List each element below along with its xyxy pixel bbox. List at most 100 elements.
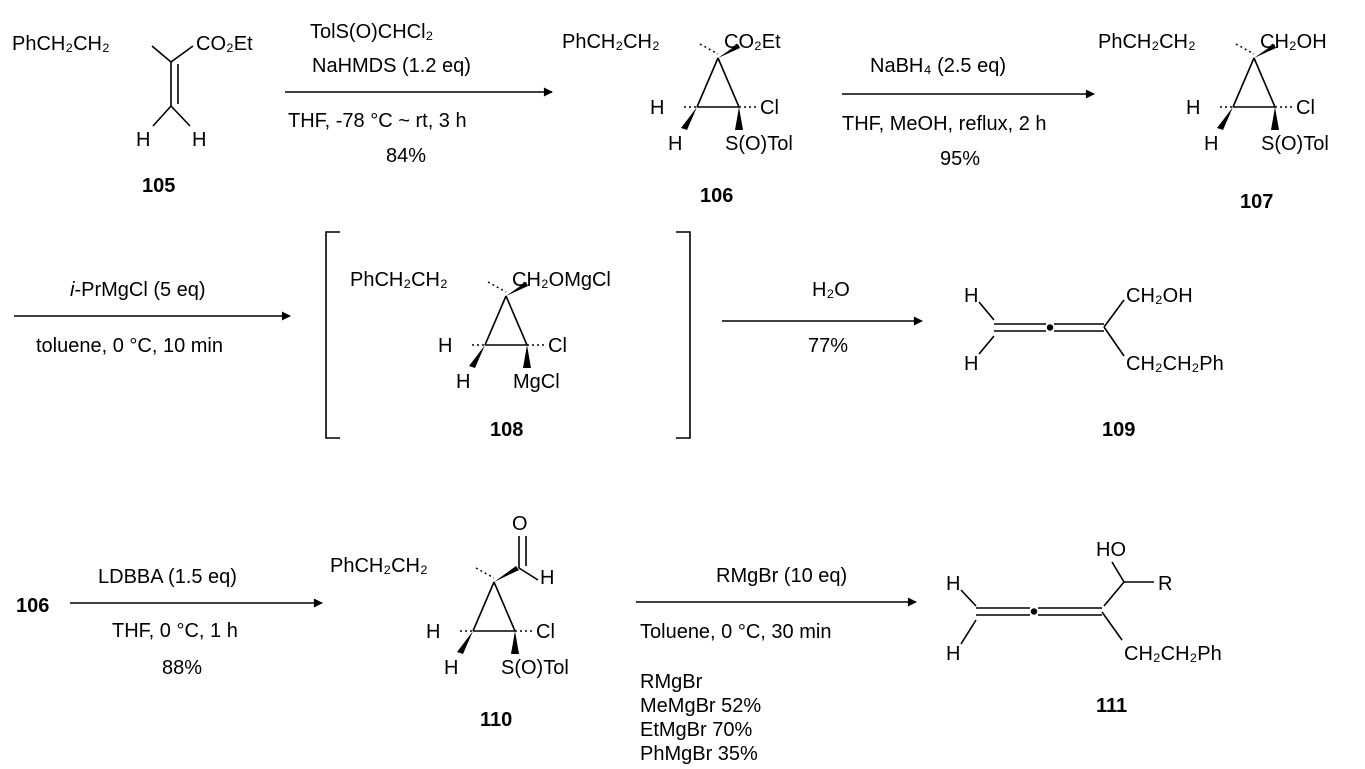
reagent: NaBH₄ (2.5 eq) xyxy=(870,55,1006,77)
wedge-bond xyxy=(718,44,740,58)
bond xyxy=(1103,581,1125,607)
compound-111: HO R H H CH₂CH₂Ph 111 xyxy=(946,539,1222,717)
bond xyxy=(152,105,172,127)
sulfinyl-label: S(O)Tol xyxy=(1261,133,1329,155)
sulfinyl-label: S(O)Tol xyxy=(501,657,569,679)
grignard-yields-table: RMgBr MeMgBr 52% EtMgBr 70% PhMgBr 35% xyxy=(640,671,761,765)
bond xyxy=(960,619,977,645)
wedge-bond xyxy=(506,282,528,296)
bond xyxy=(1101,611,1123,641)
reagent: i-PrMgCl (5 eq) xyxy=(70,279,206,301)
alcohol-label: CH₂OH xyxy=(1126,285,1193,307)
compound-number: 111 xyxy=(1096,695,1127,717)
yield: 77% xyxy=(808,335,848,357)
table-row: EtMgBr 70% xyxy=(640,719,752,741)
wedge-bond xyxy=(1254,44,1276,58)
substituent-label: PhCH₂CH₂ xyxy=(350,269,448,291)
bond xyxy=(151,45,172,63)
bond xyxy=(170,45,194,63)
cl-label: Cl xyxy=(536,621,555,643)
h-label: H xyxy=(426,621,440,643)
reaction-step-1: TolS(O)CHCl₂ NaHMDS (1.2 eq) THF, -78 °C… xyxy=(285,21,553,167)
wedge-bond xyxy=(457,631,473,654)
condition: THF, -78 °C ~ rt, 3 h xyxy=(288,110,467,132)
compound-110: O H PhCH₂CH₂ H Cl H S(O)Tol 110 xyxy=(330,513,569,731)
compound-number: 108 xyxy=(490,419,523,441)
sulfinyl-label: S(O)Tol xyxy=(725,133,793,155)
compound-number: 110 xyxy=(480,709,512,731)
alkoxide-label: CH₂OMgCl xyxy=(512,269,611,291)
wedge-bond xyxy=(1217,107,1233,130)
bond xyxy=(1111,561,1125,583)
reagent: TolS(O)CHCl₂ xyxy=(310,21,433,43)
wedge-bond xyxy=(523,345,531,368)
bond xyxy=(978,335,995,355)
hashed-bond xyxy=(487,281,507,293)
substituent-label: PhCH₂CH₂ xyxy=(12,33,110,55)
compound-number: 105 xyxy=(142,175,175,197)
yield: 95% xyxy=(940,148,980,170)
ring-bond xyxy=(717,57,740,108)
bond xyxy=(960,589,977,607)
h-label: H xyxy=(444,657,458,679)
compound-105: PhCH₂CH₂ CO₂Et H H 105 xyxy=(12,33,253,197)
yield: 84% xyxy=(386,145,426,167)
ring-bond xyxy=(505,295,528,346)
ring-bond xyxy=(484,295,507,346)
h-label: H xyxy=(456,371,470,393)
condition: THF, MeOH, reflux, 2 h xyxy=(842,113,1047,135)
condition: Toluene, 0 °C, 30 min xyxy=(640,621,831,643)
bond xyxy=(1103,326,1125,357)
h-label: H xyxy=(946,643,960,665)
reaction-step-3: i-PrMgCl (5 eq) toluene, 0 °C, 10 min xyxy=(14,279,291,357)
yield: 88% xyxy=(162,657,202,679)
bond xyxy=(518,567,539,581)
h-label: H xyxy=(438,335,452,357)
mg-label: MgCl xyxy=(513,371,560,393)
r-label: R xyxy=(1158,573,1172,595)
hashed-bond xyxy=(699,43,719,55)
reaction-step-5: LDBBA (1.5 eq) THF, 0 °C, 1 h 88% xyxy=(70,566,323,679)
h-label: H xyxy=(1186,97,1200,119)
alcohol-label: CH₂OH xyxy=(1260,31,1327,53)
condition: toluene, 0 °C, 10 min xyxy=(36,335,223,357)
compound-106: PhCH₂CH₂ CO₂Et H Cl H S(O)Tol 106 xyxy=(562,31,793,207)
wedge-bond xyxy=(1271,107,1279,130)
right-bracket xyxy=(676,231,691,439)
ring-bond xyxy=(472,581,495,632)
allene-center-dot xyxy=(1046,324,1054,331)
wedge-bond xyxy=(735,107,743,130)
substituent-label: PhCH₂CH₂ xyxy=(1098,31,1196,53)
compound-109: H H CH₂OH CH₂CH₂Ph 109 xyxy=(964,285,1224,441)
h-label: H xyxy=(540,567,554,589)
ring-bond xyxy=(696,57,719,108)
wedge-bond xyxy=(681,107,697,130)
ring-bond xyxy=(1232,57,1255,108)
bond xyxy=(1103,299,1125,328)
table-header: RMgBr xyxy=(640,671,703,693)
reagent: NaHMDS (1.2 eq) xyxy=(312,55,471,77)
allene-center-dot xyxy=(1030,608,1038,615)
h-label: H xyxy=(136,129,150,151)
hashed-bond xyxy=(1235,43,1255,55)
condition: THF, 0 °C, 1 h xyxy=(112,620,238,642)
ho-label: HO xyxy=(1096,539,1126,561)
cl-label: Cl xyxy=(1296,97,1315,119)
reaction-step-6: RMgBr (10 eq) Toluene, 0 °C, 30 min xyxy=(636,565,917,643)
bond xyxy=(170,105,191,127)
oxygen-label: O xyxy=(512,513,528,535)
h-label: H xyxy=(1204,133,1218,155)
compound-108: PhCH₂CH₂ CH₂OMgCl H Cl H MgCl 108 xyxy=(350,269,611,441)
wedge-bond xyxy=(494,566,519,582)
substituent-label: CH₂CH₂Ph xyxy=(1126,353,1224,375)
h-label: H xyxy=(946,573,960,595)
wedge-bond xyxy=(511,631,519,654)
table-row: MeMgBr 52% xyxy=(640,695,761,717)
bond xyxy=(978,301,995,321)
compound-number: 106 xyxy=(16,595,49,617)
compound-107: PhCH₂CH₂ CH₂OH H Cl H S(O)Tol 107 xyxy=(1098,31,1329,213)
hashed-bond xyxy=(475,567,495,579)
substituent-label: CH₂CH₂Ph xyxy=(1124,643,1222,665)
h-label: H xyxy=(964,353,978,375)
